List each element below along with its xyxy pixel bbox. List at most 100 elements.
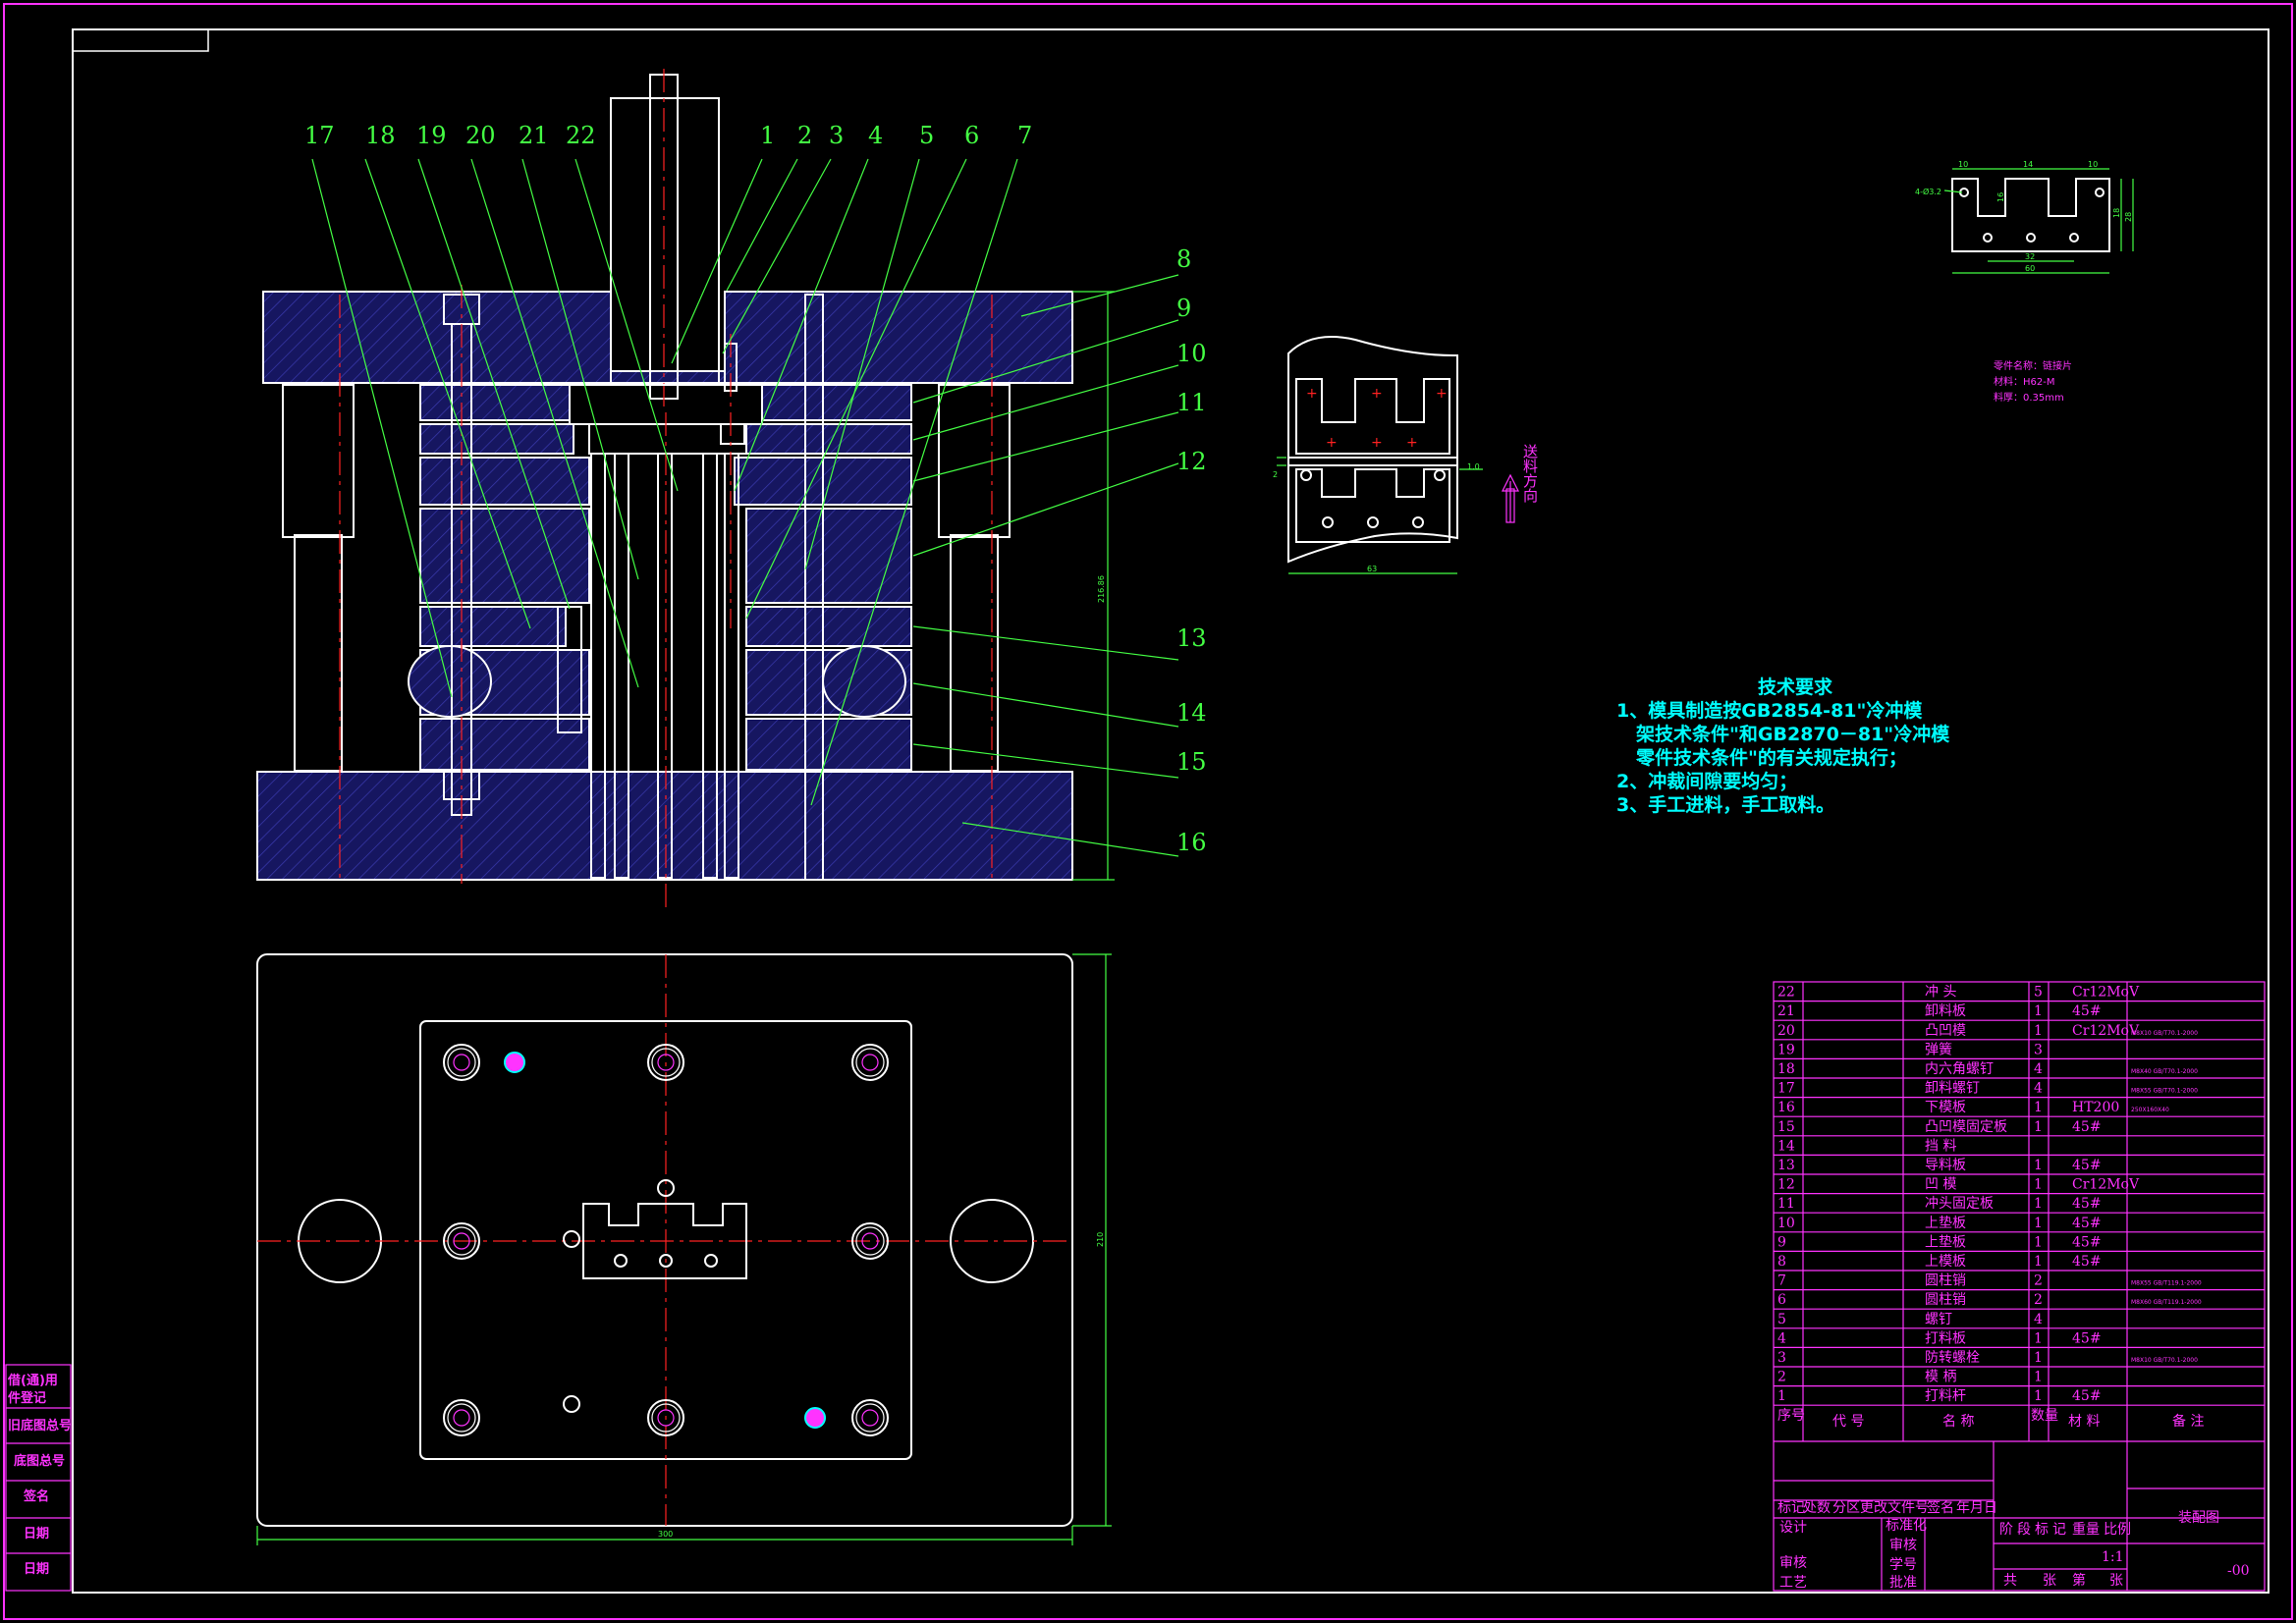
role2-approve: 批准 — [1889, 1575, 1917, 1591]
left-stamp: 借(通)用 件登记 旧底图总号 底图总号 签名 日期 日期 — [5, 1364, 72, 1592]
part-number-17: 17 — [304, 122, 335, 149]
strip-mark: + — [1371, 435, 1383, 451]
bill-of-materials: 序号 代 号 名 称 数量 材 料 备 注 标记 处数 分区 更改文件号 签名 … — [1773, 981, 2266, 1592]
part-hole-dim: 4-Ø3.2 — [1915, 187, 1941, 196]
strip-width-dim: 63 — [1367, 565, 1377, 573]
bom-row-name: 上垫板 — [1925, 1216, 1966, 1231]
bom-row-mat: 45# — [2072, 1330, 2102, 1346]
part-drawing: 10 14 10 32 60 16 18 28 4-Ø3.2 零件名称：链接片 … — [1915, 160, 2134, 404]
screw-head — [657, 1054, 675, 1071]
bom-row-qty: 1 — [2034, 1196, 2043, 1212]
screw-head — [453, 1232, 470, 1250]
part-number-14: 14 — [1176, 699, 1207, 727]
plan-depth-dim: 210 — [1096, 1232, 1105, 1247]
drawing-number: -00 — [2227, 1563, 2250, 1579]
screw-head — [861, 1232, 879, 1250]
bom-row-mat: 45# — [2072, 1254, 2102, 1270]
sheet-1: 张 — [2043, 1573, 2056, 1589]
bom-row-qty: 3 — [2034, 1042, 2043, 1057]
part-number-21: 21 — [519, 122, 549, 149]
feed-direction-label: 送料方向 — [1521, 444, 1539, 503]
screw-head — [443, 1399, 480, 1436]
part-dim-total: 60 — [2025, 264, 2035, 273]
screw-head — [861, 1409, 879, 1427]
screw-head — [453, 1409, 470, 1427]
bom-row-mat: 45# — [2072, 1196, 2102, 1212]
tech-line-5: 3、手工进料，手工取料。 — [1616, 793, 1834, 816]
stamp-label-2: 旧底图总号 — [8, 1418, 72, 1434]
bom-header-code: 代 号 — [1832, 1414, 1864, 1430]
bom-row-name: 螺钉 — [1925, 1312, 1952, 1327]
part-dim-top-a: 10 — [1958, 160, 1968, 169]
stage-scale: 比例 — [2104, 1522, 2131, 1538]
bom-row-qty: 1 — [2034, 1370, 2043, 1385]
sheet-2: 第 — [2072, 1572, 2086, 1589]
part-number-6: 6 — [964, 122, 979, 149]
bom-row-mat: Cr12MoV — [2072, 985, 2140, 1001]
part-number-16: 16 — [1176, 829, 1207, 856]
part-dim-side-b: 18 — [2112, 208, 2121, 218]
leader-lines — [311, 158, 1179, 857]
bom-row-mat: Cr12MoV — [2072, 1023, 2140, 1039]
screw-head — [443, 1044, 480, 1081]
bom-row-qty: 1 — [2034, 1234, 2043, 1250]
screw-head — [855, 1403, 885, 1433]
stage-2: 标 — [2035, 1522, 2049, 1538]
inner-border — [72, 28, 2269, 1594]
bom-header-mat: 材 料 — [2068, 1414, 2100, 1430]
bom-row-no: 22 — [1777, 985, 1795, 1001]
bom-row-no: 21 — [1777, 1003, 1795, 1019]
screw-head — [855, 1048, 885, 1077]
part-number-10: 10 — [1176, 340, 1207, 367]
bom-row-qty: 1 — [2034, 1119, 2043, 1135]
bom-row-qty: 4 — [2034, 1061, 2043, 1077]
bom-row-no: 17 — [1777, 1081, 1795, 1097]
role2-std: 标准化 — [1886, 1518, 1927, 1534]
part-dim-top-b: 14 — [2023, 160, 2033, 169]
bom-row-no: 6 — [1777, 1292, 1786, 1308]
screw-head — [657, 1409, 675, 1427]
screw-head — [453, 1054, 470, 1071]
rev-label-7: 日 — [1984, 1500, 1997, 1516]
bom-row-qty: 4 — [2034, 1312, 2043, 1327]
bom-row-name: 导料板 — [1925, 1158, 1966, 1173]
part-numbers-top: 17 18 19 20 21 22 1 2 3 4 5 6 7 — [304, 122, 1032, 149]
bom-row-name: 下模板 — [1925, 1100, 1966, 1115]
outer-border — [3, 3, 2293, 1620]
bom-row-mat: 45# — [2072, 1388, 2102, 1404]
rev-label-4: 签名 — [1927, 1499, 1954, 1516]
total-height-dim: 216.86 — [1097, 575, 1106, 603]
bom-row-no: 10 — [1777, 1216, 1795, 1231]
part-dim-top-c: 10 — [2088, 160, 2098, 169]
bom-row-note: M8X55 GB/T70.1-2000 — [2131, 1088, 2198, 1095]
bom-row-mat: 45# — [2072, 1234, 2102, 1250]
bom-row-mat: 45# — [2072, 1119, 2102, 1135]
role-process: 工艺 — [1779, 1575, 1807, 1591]
bom-row-name: 冲 头 — [1925, 985, 1956, 1001]
part-number-22: 22 — [566, 122, 596, 149]
tech-line-2: 架技术条件"和GB2870－81"冷冲模 — [1635, 723, 1950, 745]
bom-row-no: 3 — [1777, 1350, 1786, 1366]
bom-row-qty: 1 — [2034, 1388, 2043, 1404]
strip-layout: + + + + + + 63 1.0 2 送料方向 — [1273, 336, 1539, 574]
bom-row-qty: 1 — [2034, 1003, 2043, 1019]
bom-row-no: 11 — [1777, 1196, 1795, 1212]
bom-row-qty: 1 — [2034, 1350, 2043, 1366]
bom-row-no: 1 — [1777, 1388, 1786, 1404]
bom-row-no: 9 — [1777, 1234, 1786, 1250]
role-design: 设计 — [1779, 1520, 1807, 1536]
stamp-label-5: 日期 — [24, 1527, 49, 1542]
bom-row-no: 7 — [1777, 1273, 1786, 1289]
bom-row-no: 15 — [1777, 1119, 1795, 1135]
part-number-19: 19 — [416, 122, 447, 149]
bom-row-mat: 45# — [2072, 1216, 2102, 1231]
strip-step-dim: 1.0 — [1467, 462, 1480, 471]
tech-requirements: 技术要求 1、模具制造按GB2854-81"冷冲模 架技术条件"和GB2870－… — [1616, 676, 1950, 816]
bom-row-no: 5 — [1777, 1312, 1786, 1327]
bom-row-qty: 1 — [2034, 1177, 2043, 1193]
pin-mark — [804, 1407, 826, 1429]
part-info-name: 零件名称：链接片 — [1994, 359, 2072, 372]
front-section-view: 216.86 — [256, 69, 1115, 913]
rev-label-3: 更改文件号 — [1860, 1500, 1929, 1516]
bom-row-qty: 1 — [2034, 1330, 2043, 1346]
